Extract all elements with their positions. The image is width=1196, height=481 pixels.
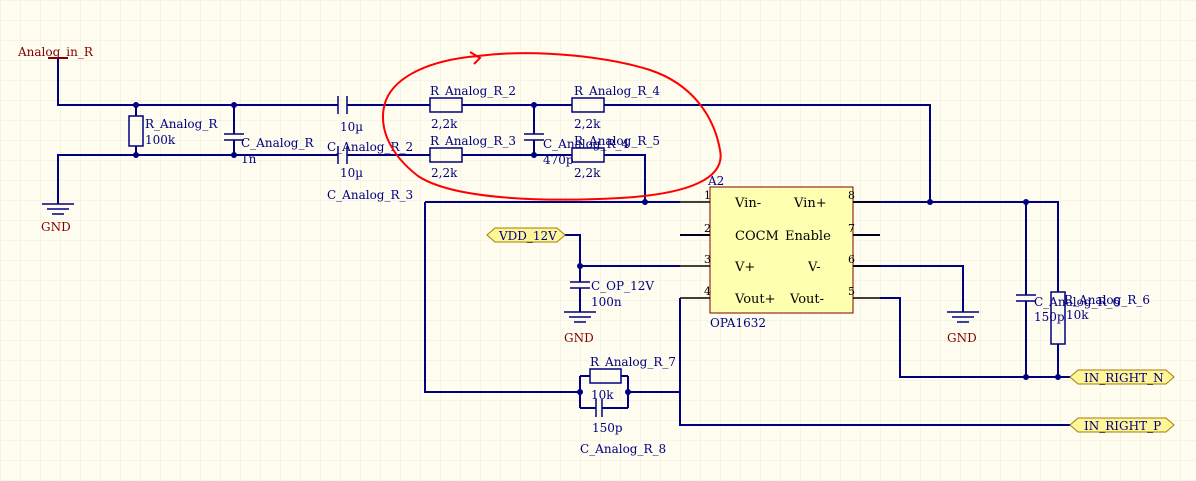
pin-number: 2	[704, 222, 711, 235]
component-value: 100k	[145, 133, 176, 147]
resistor-r-analog-r-2[interactable]: R_Analog_R_2 2,2k	[429, 84, 516, 131]
component-ref: C_Analog_R_2	[327, 140, 413, 154]
component-ref: R_Analog_R_7	[590, 355, 676, 369]
ic-designator: A2	[707, 174, 724, 188]
component-ref: R_Analog_R_5	[574, 134, 660, 148]
pin-number: 6	[848, 253, 855, 266]
pin-number: 5	[848, 285, 855, 298]
component-ref: C_Analog_R	[241, 136, 314, 150]
component-ref: R_Analog_R_3	[430, 134, 516, 148]
capacitor-c-analog-r-2[interactable]: 10µ C_Analog_R_2	[327, 96, 413, 154]
component-ref: C_Analog_R_3	[327, 188, 413, 202]
component-ref: R_Analog_R_2	[430, 84, 516, 98]
analog-in-label: Analog_in_R	[17, 45, 94, 59]
component-value: 150p	[592, 421, 623, 435]
in-right-p-port[interactable]: IN_RIGHT_P	[1069, 417, 1175, 433]
component-ref: R_Analog_R_4	[574, 84, 660, 98]
capacitor-c-analog-r-4[interactable]: C_Analog_R_4 470p	[524, 133, 630, 167]
annotation-circle	[381, 51, 722, 201]
in-right-p-label: IN_RIGHT_P	[1084, 419, 1161, 433]
analog-in-port[interactable]: Analog_in_R	[17, 45, 94, 59]
component-value: 150p	[1034, 310, 1065, 324]
gnd-symbol-left[interactable]: GND	[41, 203, 74, 234]
component-value: 2,2k	[574, 166, 601, 180]
resistor-r-analog-r-3[interactable]: R_Analog_R_3 2,2k	[429, 134, 516, 180]
pin-name: V+	[734, 260, 755, 275]
pin-number: 7	[848, 222, 855, 235]
opamp-ic[interactable]: A2 OPA1632 1 Vin- 2 COCM 3 V+ 4 Vout+ 8 …	[680, 174, 880, 330]
pin-name: Vout+	[734, 292, 776, 307]
gnd-label: GND	[41, 220, 71, 234]
pin-name: V-	[807, 260, 821, 275]
capacitor-c-analog-r[interactable]: C_Analog_R 1n	[224, 133, 314, 166]
resistor-r-analog-r[interactable]: R_Analog_R 100k	[128, 115, 218, 147]
component-ref: R_Analog_R_6	[1064, 293, 1150, 307]
capacitor-c-op-12v[interactable]: C_OP_12V 100n	[570, 279, 654, 309]
gnd-symbol-vminus[interactable]: GND	[947, 311, 979, 345]
pin-name: Vout-	[789, 292, 824, 307]
component-value: 1n	[241, 152, 257, 166]
capacitor-c-analog-r-8[interactable]: 150p C_Analog_R_8	[580, 399, 666, 456]
component-value: 2,2k	[431, 117, 458, 131]
component-value: 10k	[591, 388, 614, 402]
ic-part-name: OPA1632	[710, 316, 766, 330]
component-ref: C_Analog_R_4	[543, 137, 630, 151]
component-value: 2,2k	[574, 117, 601, 131]
gnd-label: GND	[564, 331, 594, 345]
pin-name: Vin-	[734, 196, 761, 211]
pin-number: 1	[704, 189, 711, 202]
component-value: 100n	[591, 295, 622, 309]
component-value: 10µ	[340, 120, 363, 134]
resistor-r-analog-r-6[interactable]: R_Analog_R_6 10k	[1050, 291, 1150, 345]
pin-name: COCM	[735, 229, 779, 244]
vdd-port-label: VDD_12V	[498, 229, 557, 243]
junctions	[133, 102, 1061, 395]
component-ref: C_Analog_R_8	[580, 442, 666, 456]
ic-pin-stubs	[680, 201, 880, 299]
component-value: 10k	[1066, 308, 1089, 322]
in-right-n-port[interactable]: IN_RIGHT_N	[1069, 369, 1175, 385]
component-ref: C_OP_12V	[591, 279, 654, 293]
pin-name: Enable	[785, 229, 831, 244]
pin-name: Vin+	[793, 196, 827, 211]
gnd-label: GND	[947, 331, 977, 345]
component-ref: R_Analog_R	[145, 117, 218, 131]
pin-number: 4	[704, 285, 711, 298]
in-right-n-label: IN_RIGHT_N	[1084, 371, 1164, 385]
pin-number: 3	[704, 253, 711, 266]
resistor-r-analog-r-7[interactable]: R_Analog_R_7 10k	[589, 355, 676, 402]
capacitor-c-analog-r-6[interactable]: C_Analog_R_6 150p	[1016, 294, 1120, 324]
vdd-port[interactable]: VDD_12V	[486, 227, 566, 243]
resistor-r-analog-r-5[interactable]: R_Analog_R_5 2,2k	[571, 134, 660, 180]
component-value: 2,2k	[431, 166, 458, 180]
resistor-r-analog-r-4[interactable]: R_Analog_R_4 2,2k	[571, 84, 660, 131]
pin-number: 8	[848, 189, 855, 202]
component-value: 470p	[543, 153, 574, 167]
component-ref: C_Analog_R_6	[1034, 295, 1120, 309]
gnd-symbol-vdd-cap[interactable]: GND	[564, 311, 596, 345]
capacitor-c-analog-r-3[interactable]: 10µ C_Analog_R_3	[327, 146, 413, 202]
component-value: 10µ	[340, 166, 363, 180]
